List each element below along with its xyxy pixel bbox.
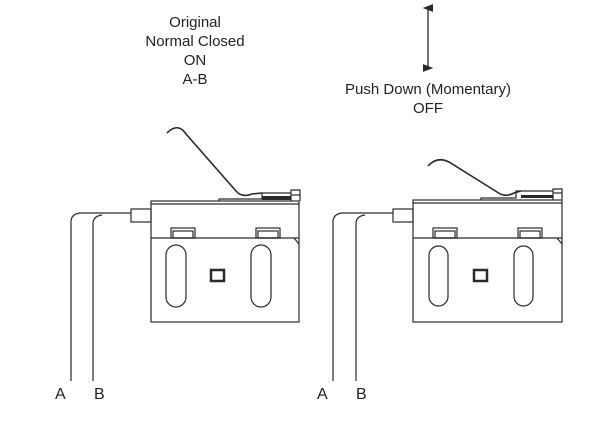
left-plunger — [130, 208, 152, 223]
right-state-label: Push Down (Momentary) OFF — [338, 80, 518, 118]
right-switch — [332, 158, 563, 381]
right-wire-b-label: B — [356, 386, 367, 403]
left-lever — [166, 126, 263, 197]
left-label-line4: A-B — [182, 71, 208, 88]
left-state-label: Original Normal Closed ON A-B — [110, 13, 280, 89]
left-tab-1 — [170, 227, 196, 239]
left-label-line2: Normal Closed — [145, 33, 245, 50]
left-wire-a — [70, 212, 131, 381]
left-wire-a-label: A — [55, 386, 66, 403]
right-wire-a — [332, 212, 393, 381]
left-label-line3: ON — [183, 52, 207, 69]
right-label-line2: OFF — [413, 100, 443, 117]
right-wire-a-label: A — [317, 386, 328, 403]
right-slot-2 — [513, 245, 534, 307]
left-slot-2 — [250, 244, 272, 308]
left-indicator — [209, 268, 226, 283]
left-wire-b-label: B — [94, 386, 105, 403]
left-label-line1: Original — [169, 14, 221, 31]
right-wire-b — [355, 214, 366, 381]
right-slot-1 — [428, 245, 449, 307]
right-lever — [427, 158, 522, 197]
left-slot-1 — [165, 244, 187, 308]
right-tab-2 — [517, 227, 543, 239]
left-wire-b — [92, 214, 103, 381]
right-indicator — [472, 268, 489, 283]
right-label-line1: Push Down (Momentary) — [345, 81, 511, 98]
left-switch — [70, 126, 301, 381]
right-plunger — [392, 208, 414, 223]
right-switch-body — [412, 199, 563, 323]
right-tab-1 — [432, 227, 458, 239]
left-switch-body — [150, 200, 300, 323]
left-tab-2 — [255, 227, 281, 239]
